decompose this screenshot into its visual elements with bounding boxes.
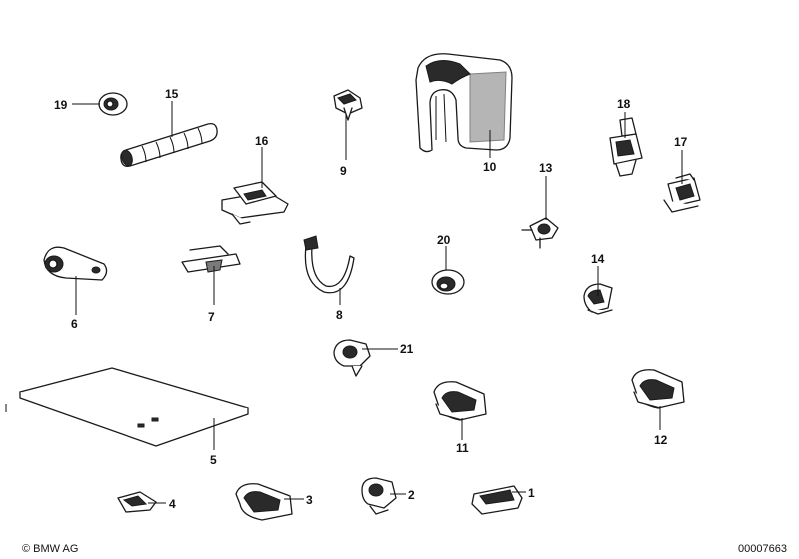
part-6-p-clamp[interactable]: [43, 246, 108, 281]
label-6[interactable]: 6: [71, 317, 78, 331]
part-10-rubber-boot[interactable]: [415, 53, 513, 153]
label-1[interactable]: 1: [528, 486, 535, 500]
label-5[interactable]: 5: [210, 453, 217, 467]
label-12[interactable]: 12: [654, 433, 668, 447]
label-16[interactable]: 16: [255, 134, 269, 148]
label-17[interactable]: 17: [674, 135, 688, 149]
part-17-clip[interactable]: [663, 173, 701, 213]
part-13-small-clamp[interactable]: [521, 217, 559, 249]
part-8-cable-strap[interactable]: [303, 235, 355, 294]
label-4[interactable]: 4: [169, 497, 176, 511]
label-15[interactable]: 15: [165, 87, 179, 101]
label-2[interactable]: 2: [408, 488, 415, 502]
label-21[interactable]: 21: [400, 342, 414, 356]
label-20[interactable]: 20: [437, 233, 451, 247]
part-4-small-clip[interactable]: [117, 491, 157, 513]
label-18[interactable]: 18: [617, 97, 631, 111]
drawing-number: 00007663: [738, 543, 787, 555]
label-9[interactable]: 9: [340, 164, 347, 178]
part-18-clip[interactable]: [609, 117, 643, 177]
label-7[interactable]: 7: [208, 310, 215, 324]
label-8[interactable]: 8: [336, 308, 343, 322]
copyright-text: © BMW AG: [22, 543, 78, 555]
label-11[interactable]: 11: [456, 441, 469, 455]
part-7-flat-clip[interactable]: [181, 245, 241, 273]
part-9-fastener-clip[interactable]: [333, 89, 363, 121]
part-21-clamp[interactable]: [333, 339, 371, 377]
label-13[interactable]: 13: [539, 161, 553, 175]
part-11-clip[interactable]: [433, 381, 487, 421]
part-20-grommet[interactable]: [431, 269, 465, 295]
part-1-clip[interactable]: [471, 485, 523, 515]
part-12-clip[interactable]: [631, 369, 685, 409]
part-14-clip[interactable]: [583, 283, 613, 315]
part-3-clip[interactable]: [235, 483, 293, 521]
label-14[interactable]: 14: [591, 252, 605, 266]
part-15-corrugated-tube[interactable]: [120, 122, 218, 168]
label-10[interactable]: 10: [483, 160, 497, 174]
part-16-clip[interactable]: [221, 181, 289, 225]
part-2-clamp[interactable]: [361, 477, 397, 515]
part-5-insulation-mat[interactable]: [19, 367, 249, 447]
label-19[interactable]: 19: [54, 98, 68, 112]
label-3[interactable]: 3: [306, 493, 313, 507]
part-19-grommet[interactable]: [98, 92, 128, 116]
